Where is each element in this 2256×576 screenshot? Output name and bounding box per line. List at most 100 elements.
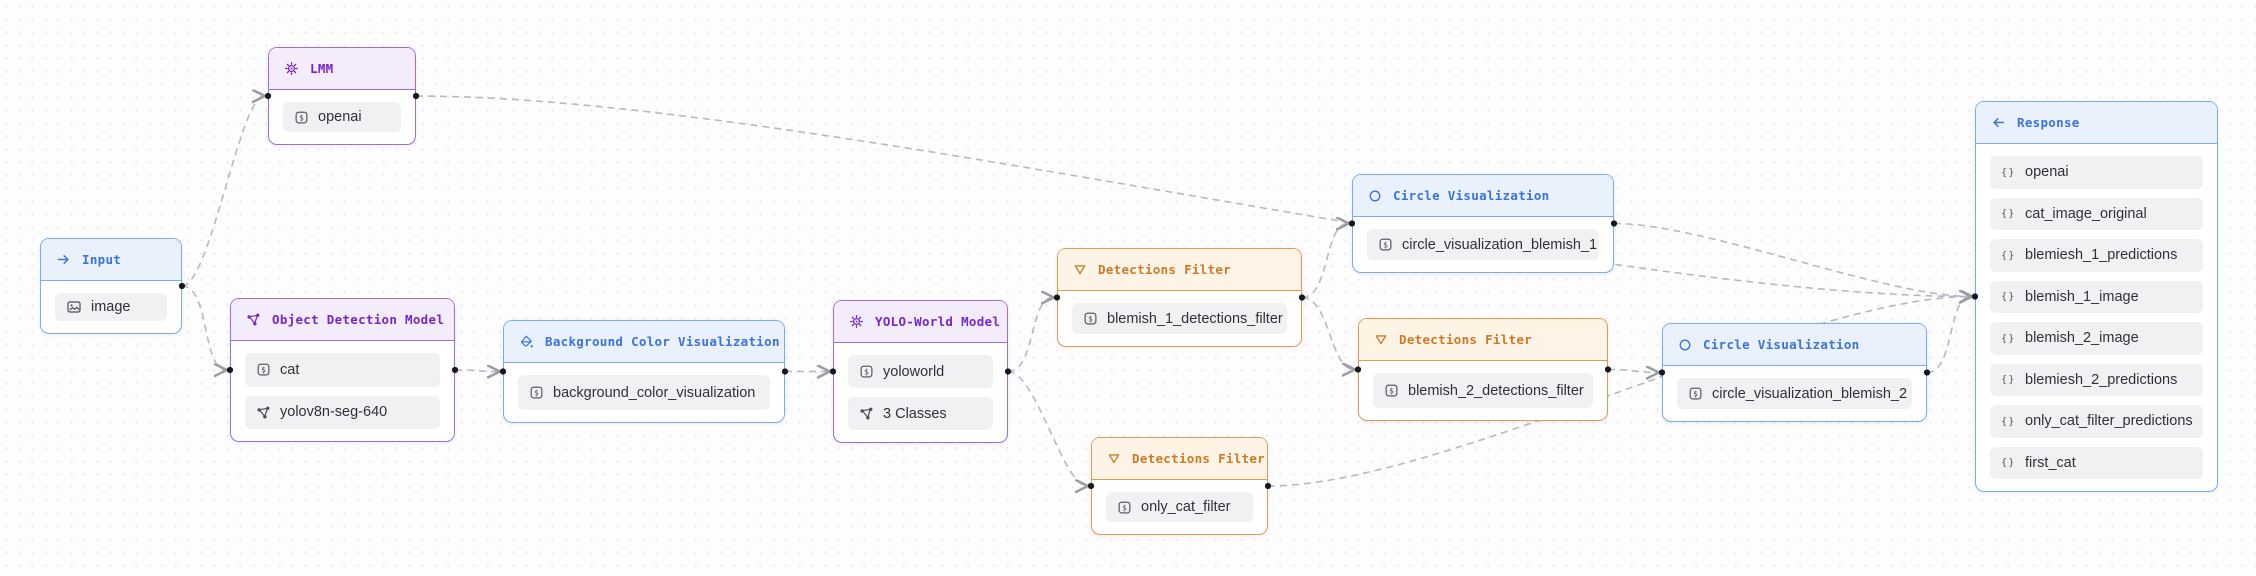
node-title: Detections Filter (1399, 332, 1533, 347)
node-df1[interactable]: Detections Filter $blemish_1_detections_f… (1057, 248, 1302, 347)
svg-text:$: $ (1383, 240, 1388, 249)
node-header[interactable]: Circle Visualization (1663, 324, 1926, 366)
node-item-label: background_color_visualization (553, 384, 756, 401)
dollar-icon: $ (1384, 383, 1399, 398)
edge-odm-to-bcv (454, 370, 499, 372)
edge-cv1-to-response (1613, 222, 1971, 297)
node-df2[interactable]: Detections Filter $ blemish_2_detections_f… (1358, 318, 1608, 421)
node-body: $ background_color_visualization (504, 363, 784, 422)
dollar-icon: $ (1688, 386, 1703, 401)
node-header[interactable]: Detections Filter (1058, 249, 1301, 291)
svg-text:$: $ (534, 388, 539, 397)
node-title: Circle Visualization (1393, 188, 1550, 203)
node-body: $ cat yolov8n-seg-640 (231, 341, 454, 441)
node-item[interactable]: $circle_visualization_blemish_2 (1677, 378, 1912, 409)
edge-input-to-odm (181, 285, 226, 370)
node-header[interactable]: Detections Filter (1092, 438, 1267, 480)
node-header[interactable]: Background Color Visualization (504, 321, 784, 363)
node-body: image (41, 281, 181, 333)
edge-df1-to-df2 (1301, 296, 1354, 370)
node-item[interactable]: {}cat_image_original (1990, 197, 2203, 230)
node-body: {} openai {}cat_image_original {}blemiesh_1… (1976, 144, 2217, 491)
node-item[interactable]: {}only_cat_filter_predictions (1990, 405, 2203, 438)
node-bcv[interactable]: Background Color Visualization $ backgroun… (503, 320, 785, 423)
node-item[interactable]: yolov8n-seg-640 (245, 395, 440, 429)
node-cv1[interactable]: Circle Visualization $ circle_visualizatio… (1352, 174, 1614, 273)
node-item-label: 3 Classes (883, 405, 947, 422)
node-item[interactable]: image (55, 293, 167, 321)
node-item[interactable]: $blemish_1_detections_filter (1072, 303, 1287, 334)
dollar-icon: $ (529, 385, 544, 400)
node-body: $ openai (269, 90, 415, 144)
node-header[interactable]: Input (41, 239, 181, 281)
node-item[interactable]: {}blemiesh_2_predictions (1990, 363, 2203, 396)
node-title: Response (2017, 115, 2080, 130)
node-df3[interactable]: Detections Filter $ only_cat_filter (1091, 437, 1268, 535)
image-icon (66, 299, 82, 315)
node-body: $ circle_visualization_blemish_1 (1353, 217, 1613, 272)
node-item[interactable]: {} openai (1990, 156, 2203, 189)
gear-icon (849, 314, 864, 329)
node-odm[interactable]: Object Detection Model $ cat yolov8n-seg-64… (230, 298, 455, 442)
node-item-label: blemish_1_image (2025, 288, 2139, 305)
node-item[interactable]: 3 Classes (848, 397, 993, 430)
edge-yolo-to-df3 (1007, 370, 1087, 487)
svg-text:{}: {} (2001, 250, 2015, 261)
gear-icon (284, 61, 299, 76)
funnel-icon (1073, 263, 1087, 277)
node-item[interactable]: $ cat (245, 353, 440, 387)
node-item[interactable]: $ yoloworld (848, 355, 993, 388)
node-yolo[interactable]: YOLO-World Model $ yoloworld 3 Classes (833, 300, 1008, 443)
node-body: $ blemish_2_detections_filter (1359, 361, 1607, 420)
node-body: $ yoloworld 3 Classes (834, 343, 1007, 442)
braces-icon: {} (2001, 165, 2016, 180)
node-item-label: circle_visualization_blemish_1 (1402, 236, 1598, 253)
edge-df1-to-cv1 (1301, 224, 1348, 299)
node-header[interactable]: Circle Visualization (1353, 175, 1613, 217)
node-title: Detections Filter (1098, 262, 1232, 277)
node-response[interactable]: Response{}openai{}cat_image_original{}bl… (1975, 101, 2218, 492)
svg-text:$: $ (299, 113, 304, 122)
node-item[interactable]: $ blemish_2_detections_filter (1373, 373, 1593, 408)
dollar-icon: $ (859, 364, 874, 379)
node-item[interactable]: {}blemish_2_image (1990, 322, 2203, 355)
node-item[interactable]: $ circle_visualization_blemish_1 (1367, 229, 1599, 260)
node-item-label: cat (280, 361, 300, 378)
node-item[interactable]: $ openai (283, 102, 401, 132)
node-item-label: yoloworld (883, 363, 945, 380)
node-item[interactable]: {}blemiesh_1_predictions (1990, 239, 2203, 272)
dollar-icon: $ (1378, 237, 1393, 252)
node-item[interactable]: {}blemish_1_image (1990, 280, 2203, 313)
node-header[interactable]: Response (1976, 102, 2217, 144)
node-item[interactable]: $ only_cat_filter (1106, 492, 1253, 522)
paint-bucket-icon (519, 334, 534, 349)
braces-icon: {} (2001, 455, 2016, 470)
node-lmm[interactable]: LMM $ openai (268, 47, 416, 145)
node-title: Detections Filter (1132, 451, 1266, 466)
node-body: $circle_visualization_blemish_2 (1663, 366, 1926, 421)
node-input[interactable]: Input image (40, 238, 182, 334)
edge-input-to-lmm (181, 96, 264, 287)
node-item-label: blemish_2_detections_filter (1408, 382, 1584, 399)
node-item-label: openai (318, 109, 362, 125)
node-item-label: blemiesh_2_predictions (2025, 371, 2178, 388)
node-header[interactable]: Object Detection Model (231, 299, 454, 341)
dollar-icon: $ (1083, 311, 1098, 326)
node-header[interactable]: LMM (269, 48, 415, 90)
node-item-label: only_cat_filter (1141, 499, 1231, 515)
braces-icon: {} (2001, 414, 2016, 429)
dollar-icon: $ (256, 362, 271, 377)
arrow-right-icon (56, 252, 71, 267)
node-header[interactable]: YOLO-World Model (834, 301, 1007, 343)
node-item[interactable]: $ background_color_visualization (518, 375, 770, 410)
node-item[interactable]: {}first_cat (1990, 446, 2203, 479)
dollar-icon: $ (294, 110, 309, 125)
node-header[interactable]: Detections Filter (1359, 319, 1607, 361)
braces-icon: {} (2001, 331, 2016, 346)
node-item-label: openai (2025, 164, 2069, 181)
circle-icon (1678, 338, 1692, 352)
svg-text:$: $ (1122, 503, 1127, 512)
node-cv2[interactable]: Circle Visualization $circle_visualizatio… (1662, 323, 1927, 422)
svg-text:{}: {} (2001, 209, 2015, 220)
